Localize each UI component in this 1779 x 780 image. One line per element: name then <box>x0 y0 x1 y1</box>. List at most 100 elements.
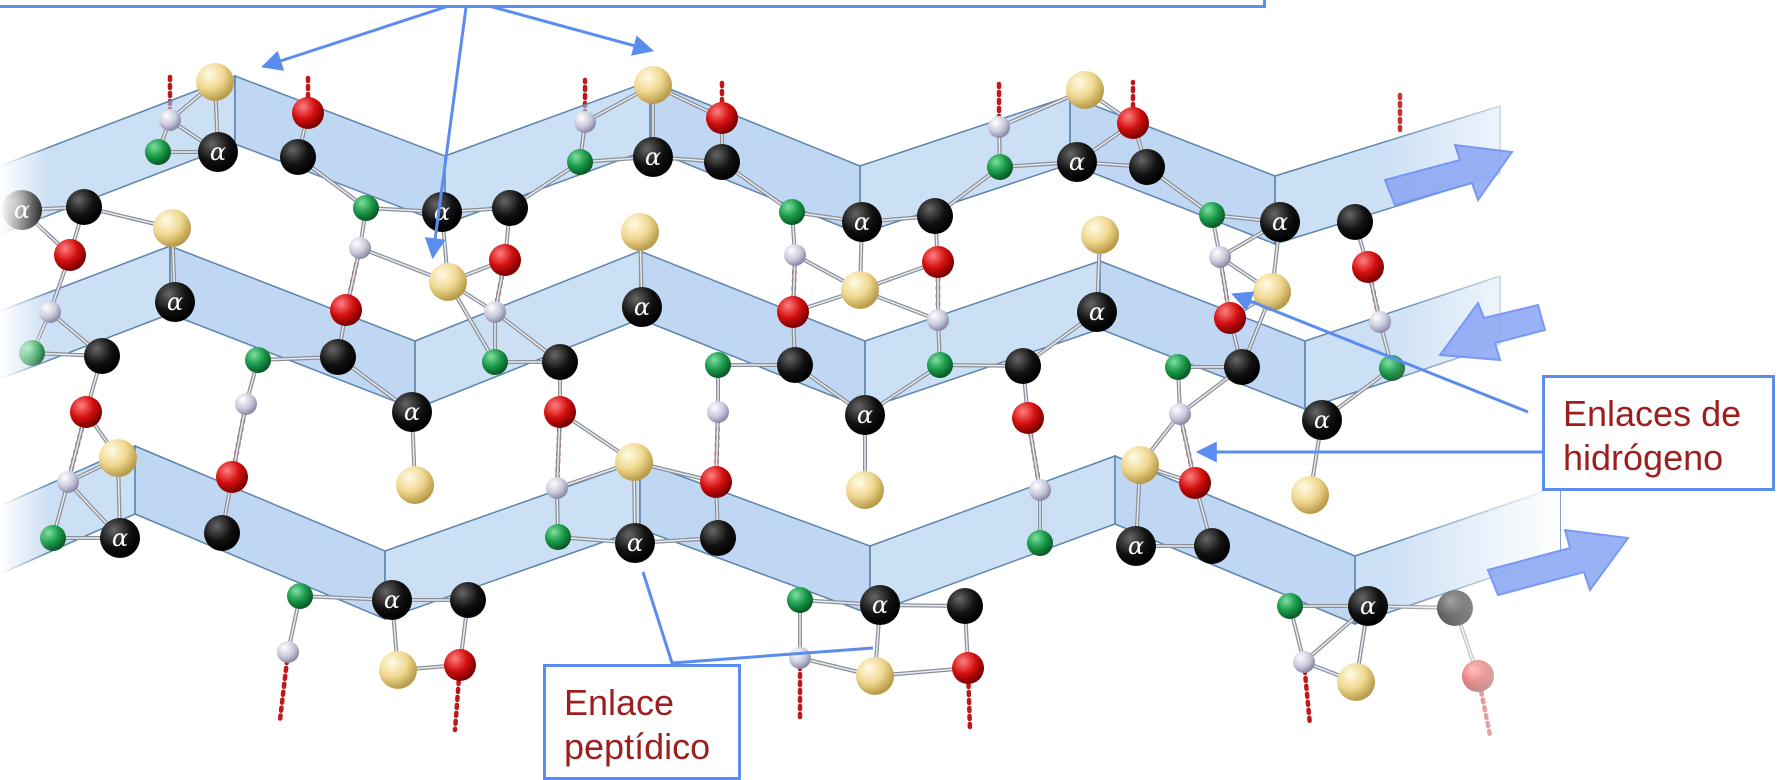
oxygen-atom <box>544 396 576 428</box>
hydrogen-bonds-label: Enlaces de hidrógeno <box>1542 375 1775 491</box>
side-chain-atom <box>634 66 672 104</box>
alpha-label: α <box>1128 532 1144 560</box>
oxygen-atom <box>700 466 732 498</box>
side-chain-atom <box>1081 216 1119 254</box>
nitrogen-atom <box>545 524 571 550</box>
nitrogen-atom <box>482 349 508 375</box>
hydrogen-atom <box>707 401 729 423</box>
hydrogen-atom <box>349 237 371 259</box>
alpha-carbon: α <box>1348 586 1388 626</box>
oxygen-atom <box>70 396 102 428</box>
carbonyl-carbon <box>777 347 813 383</box>
nitrogen-atom <box>245 347 271 373</box>
hydrogen-atom <box>484 301 506 323</box>
side-chain-atom <box>379 651 417 689</box>
alpha-label: α <box>167 288 183 316</box>
oxygen-atom <box>1179 467 1211 499</box>
carbonyl-carbon <box>204 515 240 551</box>
strand-direction-arrow-top <box>1383 143 1514 207</box>
alpha-label: α <box>1089 298 1105 326</box>
callout-arrows-hbonds <box>1195 291 1542 463</box>
oxygen-atom <box>330 294 362 326</box>
alpha-label: α <box>1069 148 1085 176</box>
oxygen-atom <box>1214 302 1246 334</box>
top-label-box <box>0 0 1266 8</box>
alpha-carbon: α <box>622 287 662 327</box>
nitrogen-atom <box>1165 354 1191 380</box>
alpha-carbon: α <box>1302 400 1342 440</box>
hydrogen-atom <box>574 111 596 133</box>
oxygen-atom <box>1352 251 1384 283</box>
strand-direction-arrow-middle <box>1438 300 1547 362</box>
oxygen-atom <box>216 461 248 493</box>
oxygen-atom <box>292 97 324 129</box>
side-chain-atom <box>1121 446 1159 484</box>
alpha-carbon: α <box>100 518 140 558</box>
oxygen-atom <box>1012 402 1044 434</box>
side-chain-atom <box>1253 273 1291 311</box>
alpha-carbon: α <box>155 282 195 322</box>
alpha-label: α <box>1360 592 1376 620</box>
alpha-label: α <box>872 591 888 619</box>
carbonyl-carbon <box>1194 528 1230 564</box>
carbonyl-carbon <box>66 189 102 225</box>
sheet-1-segment-2 <box>234 74 446 226</box>
sheet-3-segment-4 <box>639 459 871 616</box>
nitrogen-atom <box>705 352 731 378</box>
alpha-label: α <box>634 293 650 321</box>
carbonyl-carbon <box>542 344 578 380</box>
oxygen-atom <box>777 296 809 328</box>
callout-arrows-top <box>261 0 655 260</box>
alpha-label: α <box>627 529 643 557</box>
hydrogen-atom <box>1169 403 1191 425</box>
hydrogen-atom <box>546 477 568 499</box>
carbonyl-carbon <box>450 582 486 618</box>
carbonyl-carbon <box>1337 204 1373 240</box>
carbonyl-carbon <box>700 520 736 556</box>
alpha-carbon: α <box>860 585 900 625</box>
carbonyl-carbon <box>280 139 316 175</box>
oxygen-atom <box>1117 107 1149 139</box>
alpha-label: α <box>645 143 661 171</box>
alpha-label: α <box>384 586 400 614</box>
side-chain-atom <box>1337 663 1375 701</box>
alpha-carbon: α <box>198 132 238 172</box>
nitrogen-atom <box>987 154 1013 180</box>
alpha-carbon: α <box>392 392 432 432</box>
alpha-label: α <box>857 401 873 429</box>
carbonyl-carbon <box>917 198 953 234</box>
sheet-3-segment-2 <box>134 444 386 621</box>
alpha-carbon: α <box>842 202 882 242</box>
side-chain-atom <box>621 213 659 251</box>
side-chain-atom <box>615 443 653 481</box>
alpha-label: α <box>1272 208 1288 236</box>
hydrogen-atom <box>277 641 299 663</box>
alpha-label: α <box>112 524 128 552</box>
hydrogen-bonds-label-line2: hidrógeno <box>1563 437 1724 478</box>
hydrogen-atom <box>159 109 181 131</box>
oxygen-atom <box>952 652 984 684</box>
alpha-carbon: α <box>1116 526 1156 566</box>
nitrogen-atom <box>1277 593 1303 619</box>
hydrogen-atom <box>57 471 79 493</box>
hydrogen-atom <box>235 393 257 415</box>
carbonyl-carbon <box>704 144 740 180</box>
side-chain-atom <box>1291 476 1329 514</box>
hydrogen-atom <box>927 309 949 331</box>
alpha-label: α <box>854 208 870 236</box>
carbonyl-carbon <box>1129 149 1165 185</box>
peptide-bond-label-line1: Enlace <box>564 682 675 723</box>
oxygen-atom <box>706 102 738 134</box>
carbonyl-carbon <box>947 588 983 624</box>
nitrogen-atom <box>779 199 805 225</box>
nitrogen-atom <box>567 149 593 175</box>
alpha-carbon: α <box>372 580 412 620</box>
hydrogen-bond <box>277 649 291 723</box>
side-chain-atom <box>196 63 234 101</box>
strand-direction-arrow-bottom <box>1486 528 1630 597</box>
nitrogen-atom <box>145 139 171 165</box>
sheet-3-segment-5 <box>869 454 1116 616</box>
carbonyl-carbon <box>1005 348 1041 384</box>
side-chain-atom <box>396 466 434 504</box>
